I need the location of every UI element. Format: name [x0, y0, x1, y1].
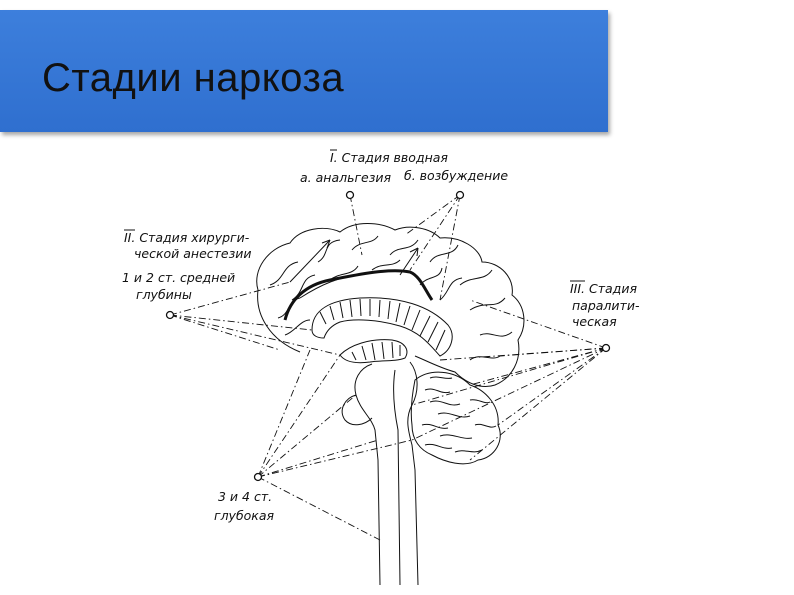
- stage2-level34-line2: глубокая: [214, 508, 275, 523]
- thalamus-hatching: [351, 341, 401, 361]
- stage2-level34-line1: 3 и 4 ст.: [218, 489, 272, 504]
- brain-callosal-sulcus-upper: [299, 273, 366, 299]
- title-bar: Стадии наркоза: [0, 10, 608, 132]
- stage3-point: [601, 343, 611, 353]
- stage1-point-a: [345, 190, 355, 200]
- stage3-line1: III. Стадия: [570, 281, 637, 296]
- stage2-title-line1: II. Стадия хирурги-: [124, 230, 250, 245]
- stage2-point-medium: [165, 310, 175, 320]
- corpus-callosum-hatching: [319, 298, 446, 351]
- brain-cerebrum-outline: [256, 223, 525, 387]
- stage2-point-deep: [253, 472, 263, 482]
- stage1-title: I. Стадия вводная: [330, 150, 448, 165]
- slide-title: Стадии наркоза: [42, 56, 345, 100]
- stage2-title-line2: ческой анестезии: [134, 246, 252, 261]
- brainstem-inner: [393, 369, 401, 586]
- stage2-level12-line2: глубины: [136, 287, 192, 302]
- arrow-cortex-top-head: [409, 247, 419, 257]
- stage3-line2: паралити-: [572, 298, 640, 313]
- cerebellum-folia: [421, 376, 497, 453]
- stage2-level12-line1: 1 и 2 ст. средней: [122, 270, 235, 285]
- pons: [341, 394, 373, 426]
- stage1-sub-b: б. возбуждение: [404, 168, 508, 183]
- brainstem: [354, 361, 419, 586]
- corpus-callosum: [311, 297, 453, 357]
- connector-lines: [169, 194, 607, 541]
- arrow-cortex-left-head: [321, 239, 331, 249]
- brain-gyri: [269, 235, 513, 361]
- brain-callosal-sulcus: [283, 269, 434, 321]
- arrow-cortex-left: [289, 239, 331, 283]
- arrow-cortex-top: [399, 247, 419, 276]
- thalamus: [339, 339, 408, 364]
- stage3-line3: ческая: [572, 314, 617, 329]
- stage1-sub-a: а. анальгезия: [300, 170, 391, 185]
- stage1-point-b: [455, 190, 465, 200]
- cerebellum: [410, 371, 501, 465]
